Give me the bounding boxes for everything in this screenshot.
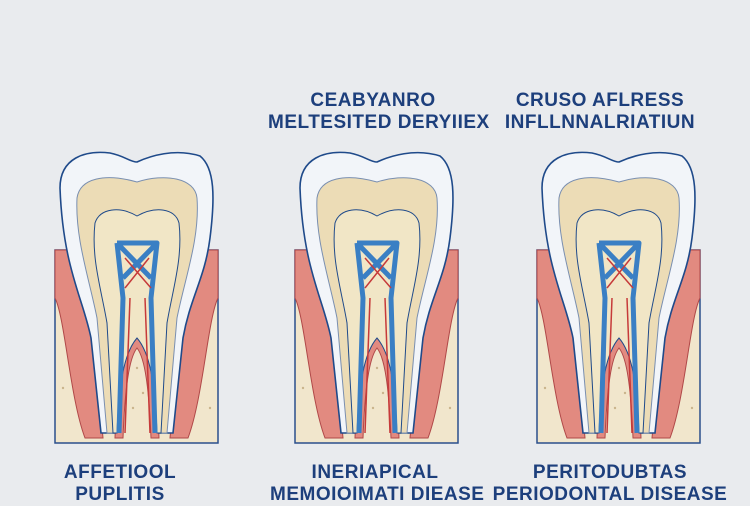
title-line: CEABYANRO bbox=[310, 90, 436, 111]
title-line: INFLLNNALRIATIUN bbox=[504, 112, 696, 133]
title-line: PUPLITIS bbox=[75, 484, 165, 505]
title-line: PERIODONTAL DISEASE bbox=[492, 484, 728, 505]
panel-3-bottom-title: PERITODUBTAS PERIODONTAL DISEASE bbox=[490, 462, 730, 506]
title-line: CRUSO AFLRESS bbox=[515, 90, 685, 111]
title-line: MELTESITED DERYIIEX bbox=[268, 112, 490, 133]
title-line: AFFETIOOL bbox=[63, 462, 177, 483]
panel-2-bottom-title: INERIAPICAL MEMOIOIMATI DIEASE bbox=[270, 462, 485, 506]
tooth-periodontal bbox=[537, 152, 700, 443]
title-line: PERITODUBTAS bbox=[532, 462, 688, 483]
title-line: INERIAPICAL bbox=[311, 462, 439, 483]
tooth-periapical bbox=[295, 152, 458, 443]
tooth-pulpitis bbox=[55, 152, 218, 443]
panel-1-bottom-title: AFFETIOOL PUPLITIS bbox=[40, 462, 200, 506]
panel-2-top-title: CEABYANRO MELTESITED DERYIIEX bbox=[268, 90, 490, 134]
panel-3-top-title: CRUSO AFLRESS INFLLNNALRIATIUN bbox=[495, 90, 705, 134]
title-line: MEMOIOIMATI DIEASE bbox=[270, 484, 485, 505]
